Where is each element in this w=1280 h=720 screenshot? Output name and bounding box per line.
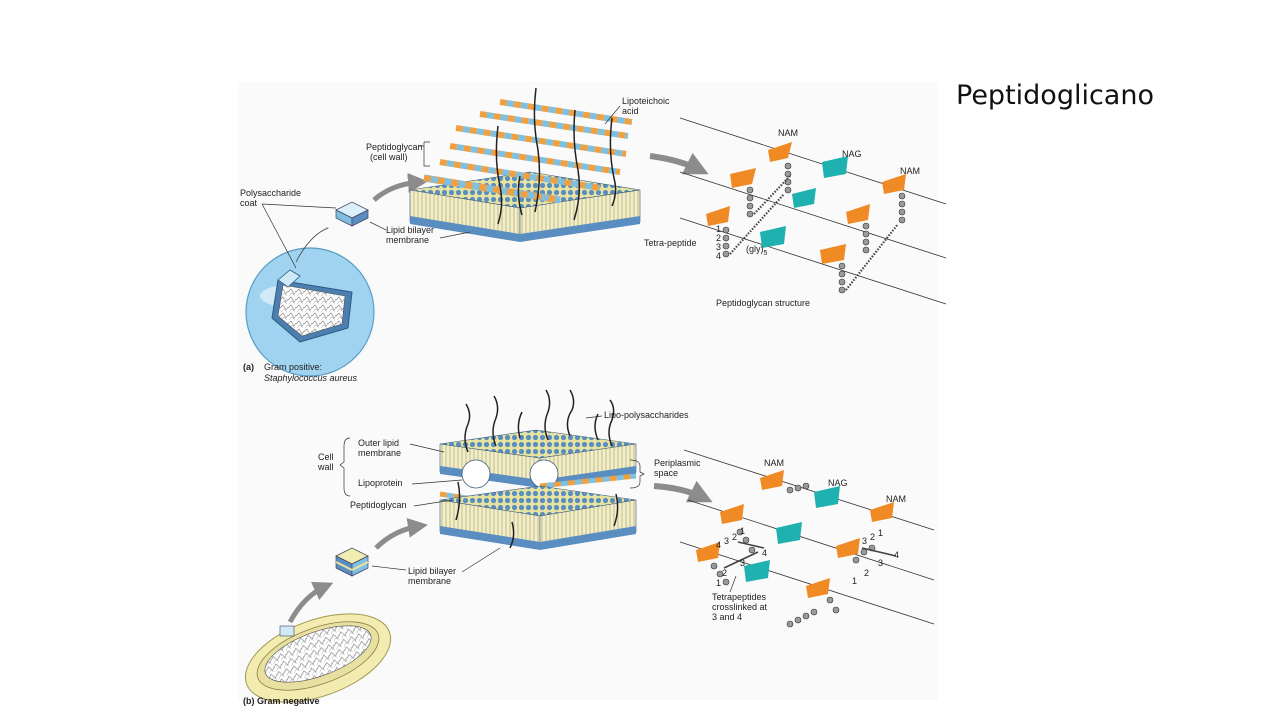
label-lipid-bilayer-a-line1: Lipid bilayer [386,225,434,235]
num-b-right-4: 4 [894,550,899,560]
label-periplasmic-line1: Periplasmic [654,458,701,468]
caption-b: (b) Gram negative [243,696,320,706]
arrow-cell-to-cube-b [287,581,334,624]
label-tetra-peptide: Tetra-peptide [644,238,697,248]
peptidoglycan-structure-b [679,449,935,628]
num-b-rmid-3: 3 [878,558,883,568]
label-lipid-bilayer-b-line1: Lipid bilayer [408,566,456,576]
wall-section-cube-b [335,547,369,577]
label-tetrapeptides-line2: crosslinked at [712,602,768,612]
label-outer-lipid-line2: membrane [358,448,401,458]
num-b-mid-4: 4 [762,548,767,558]
label-nag-b: NAG [828,478,848,488]
arrow-cube-to-wall-b [374,517,428,550]
label-tetrapeptides-line3: 3 and 4 [712,612,742,622]
label-nam-a-right: NAM [900,166,920,176]
num-b-left-4: 4 [716,540,721,550]
label-peptidoglycan-b: Peptidoglycan [350,500,407,510]
label-gly5: (gly)5 [746,244,768,257]
num-b-left-1: 1 [740,526,745,536]
label-cell-line1: Cell [318,452,334,462]
label-lipid-bilayer-b-line2: membrane [408,576,451,586]
caption-a-line1: Gram positive: [264,362,322,372]
label-nam-b-left: NAM [764,458,784,468]
caption-a-line2: Staphylococcus aureus [264,373,358,383]
label-lipid-bilayer-a-line2: membrane [386,235,429,245]
arrow-cube-to-wall-a [372,172,428,202]
lipid-bilayer-block-b [439,485,637,550]
arrow-cell-to-cube-a [295,227,330,263]
gram-positive-cell [245,247,375,377]
label-lipo-polysaccharides: Lipo-polysaccharides [604,410,689,420]
num-b-right-3: 3 [862,536,867,546]
arrow-wall-to-structure-a [649,152,709,175]
lipoteichoic-strands-a [495,87,617,225]
lipid-bilayer-block-a [409,171,641,242]
gram-negative-cell [244,613,392,703]
caption-a-letter: (a) [243,362,254,372]
num-b-mid-1: 1 [716,578,721,588]
num-a-4: 4 [716,251,721,261]
label-peptidoglycan-a-line2: (cell wall) [370,152,408,162]
num-b-right-1: 1 [878,528,883,538]
label-cell-line2: wall [317,462,334,472]
label-nam-b-right: NAM [886,494,906,504]
peptidoglycan-structure-a [679,117,947,305]
panel-a-gram-positive: Lipoteichoic acid Peptidoglycan (cell wa… [240,87,947,383]
label-tetrapeptides-line1: Tetrapeptides [712,592,767,602]
num-b-left-3: 3 [724,536,729,546]
num-b-mid-2: 2 [722,568,727,578]
label-nag-a: NAG [842,149,862,159]
num-b-rmid-1: 1 [852,576,857,586]
slide-title: Peptidoglicano [956,80,1154,111]
label-peptidoglycan-structure: Peptidoglycan structure [716,298,810,308]
label-outer-lipid-line1: Outer lipid [358,438,399,448]
label-nam-a-left: NAM [778,128,798,138]
arrow-wall-to-structure-b [653,480,713,503]
label-polysaccharide-line2: coat [240,198,258,208]
num-b-left-2: 2 [732,532,737,542]
num-b-rmid-2: 2 [864,568,869,578]
num-b-right-2: 2 [870,532,875,542]
wall-section-cube-a [335,201,369,227]
num-b-mid-3: 3 [740,558,745,568]
label-polysaccharide-line1: Polysaccharide [240,188,301,198]
label-lipoprotein: Lipoprotein [358,478,403,488]
lipo-polysaccharide-strands [455,389,619,549]
label-periplasmic-line2: space [654,468,678,478]
panel-b-gram-negative: Lipo-polysaccharides Cell wall Outer lip… [243,389,935,706]
num-a-2: 2 [716,233,721,243]
num-a-3: 3 [716,242,721,252]
label-lipoteichoic-line2: acid [622,106,639,116]
label-peptidoglycan-a-line1: Peptidoglycan [366,142,423,152]
num-a-1: 1 [716,224,721,234]
label-lipoteichoic-line1: Lipoteichoic [622,96,670,106]
